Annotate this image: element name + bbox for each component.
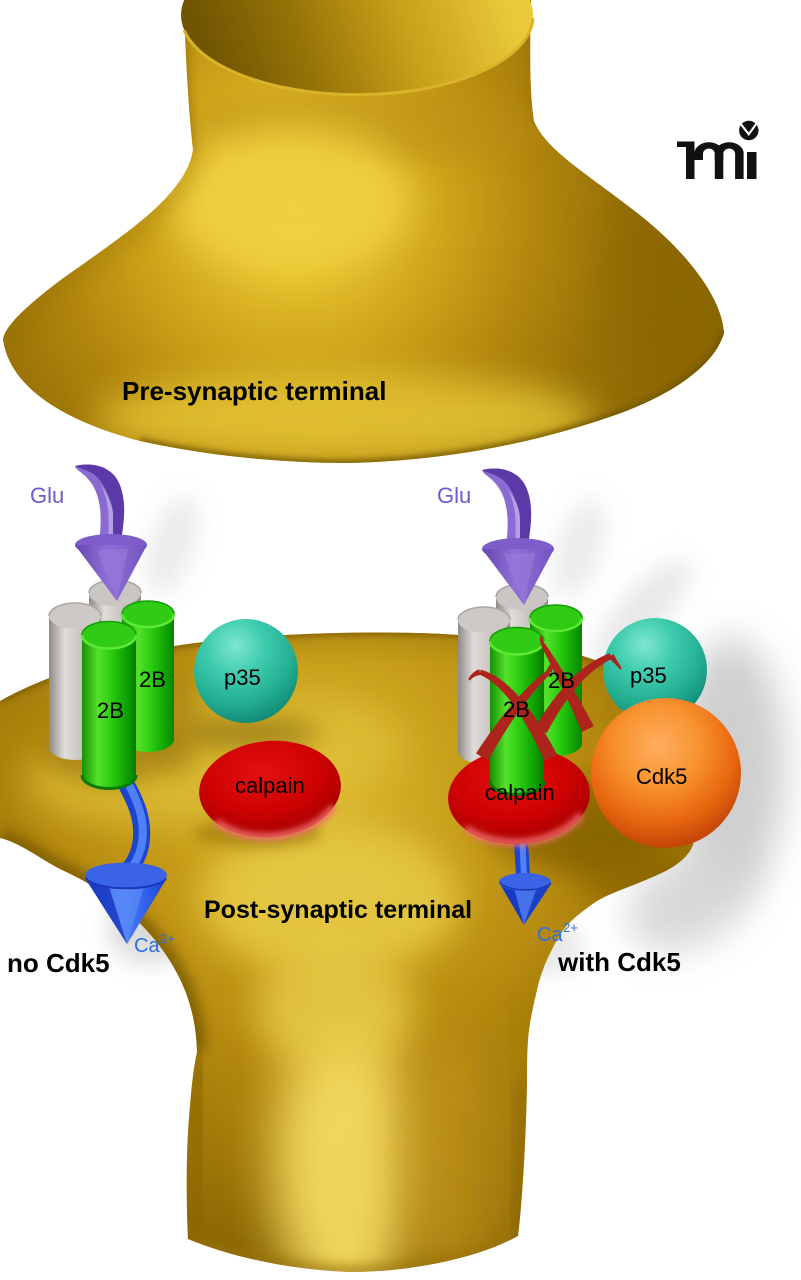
svg-text:Glu: Glu — [437, 483, 471, 508]
svg-text:p35: p35 — [630, 663, 667, 688]
svg-text:p35: p35 — [224, 665, 261, 690]
svg-text:2B: 2B — [503, 697, 530, 722]
svg-text:Cdk5: Cdk5 — [636, 764, 687, 789]
svg-text:Ca: Ca — [537, 924, 563, 946]
svg-text:Ca: Ca — [134, 935, 160, 957]
svg-text:2B: 2B — [97, 698, 124, 723]
svg-text:2+: 2+ — [563, 920, 578, 935]
svg-text:2+: 2+ — [160, 931, 175, 946]
svg-text:no Cdk5: no Cdk5 — [7, 948, 110, 978]
svg-text:with Cdk5: with Cdk5 — [557, 947, 681, 977]
svg-text:Post-synaptic terminal: Post-synaptic terminal — [204, 896, 472, 924]
svg-text:Glu: Glu — [30, 483, 64, 508]
svg-text:Pre-synaptic terminal: Pre-synaptic terminal — [122, 376, 386, 406]
svg-text:2B: 2B — [139, 667, 166, 692]
svg-text:calpain: calpain — [235, 773, 305, 798]
svg-text:2B: 2B — [548, 668, 575, 693]
svg-text:calpain: calpain — [485, 780, 555, 805]
